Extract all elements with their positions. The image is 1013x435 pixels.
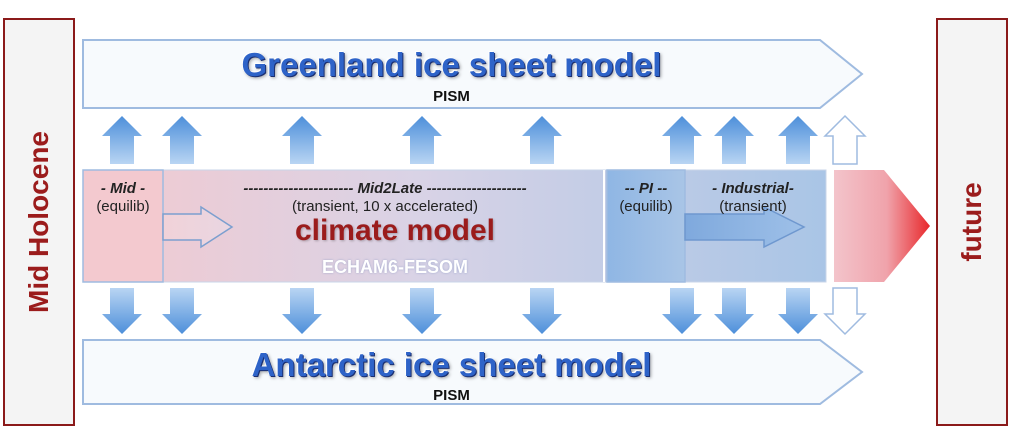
down-arrow	[402, 288, 442, 334]
up-arrow	[402, 116, 442, 164]
down-arrow	[162, 288, 202, 334]
phase-mid-title: - Mid -	[100, 180, 146, 197]
up-arrow	[162, 116, 202, 164]
down-arrow-outline	[823, 287, 867, 336]
climate-model-title: climate model	[294, 214, 496, 247]
phase-pi-subtitle: (equilib)	[619, 198, 673, 215]
phase-mid2late-title: ---------------------- Mid2Late --------…	[243, 180, 527, 197]
phase-industrial-subtitle: (transient)	[719, 198, 787, 215]
up-arrow	[662, 116, 702, 164]
down-arrow	[282, 288, 322, 334]
pi-phase-box	[606, 169, 686, 283]
greenland-title: Greenland ice sheet model	[241, 46, 662, 83]
antarctic-subtitle: PISM	[433, 387, 470, 404]
greenland-arrow-shape	[82, 39, 864, 109]
downward-arrows	[102, 287, 867, 336]
antarctic-arrow-shape	[82, 339, 864, 405]
antarctic-title: Antarctic ice sheet model	[251, 346, 652, 383]
phase-pi-title: -- PI --	[624, 180, 668, 197]
down-arrow	[778, 288, 818, 334]
up-arrow	[102, 116, 142, 164]
upward-arrows	[102, 114, 867, 165]
down-arrow	[522, 288, 562, 334]
up-arrow	[282, 116, 322, 164]
future-arrow	[834, 170, 930, 282]
climate-model-subtitle: ECHAM6-FESOM	[321, 257, 468, 277]
industrial-inner-arrow	[684, 205, 806, 249]
phase-mid2late-subtitle: (transient, 10 x accelerated)	[292, 198, 478, 215]
down-arrow	[714, 288, 754, 334]
down-arrow	[662, 288, 702, 334]
down-arrow	[102, 288, 142, 334]
mid-holocene-box: Mid Holocene	[3, 18, 75, 426]
up-arrow	[522, 116, 562, 164]
up-arrow-outline	[823, 114, 867, 165]
mid2late-inner-arrow	[162, 205, 234, 249]
up-arrow	[778, 116, 818, 164]
up-arrow	[714, 116, 754, 164]
phase-industrial-title: - Industrial-	[712, 180, 794, 197]
greenland-subtitle: PISM	[433, 88, 470, 105]
phase-mid-subtitle: (equilib)	[96, 198, 150, 215]
future-box: future	[936, 18, 1008, 426]
